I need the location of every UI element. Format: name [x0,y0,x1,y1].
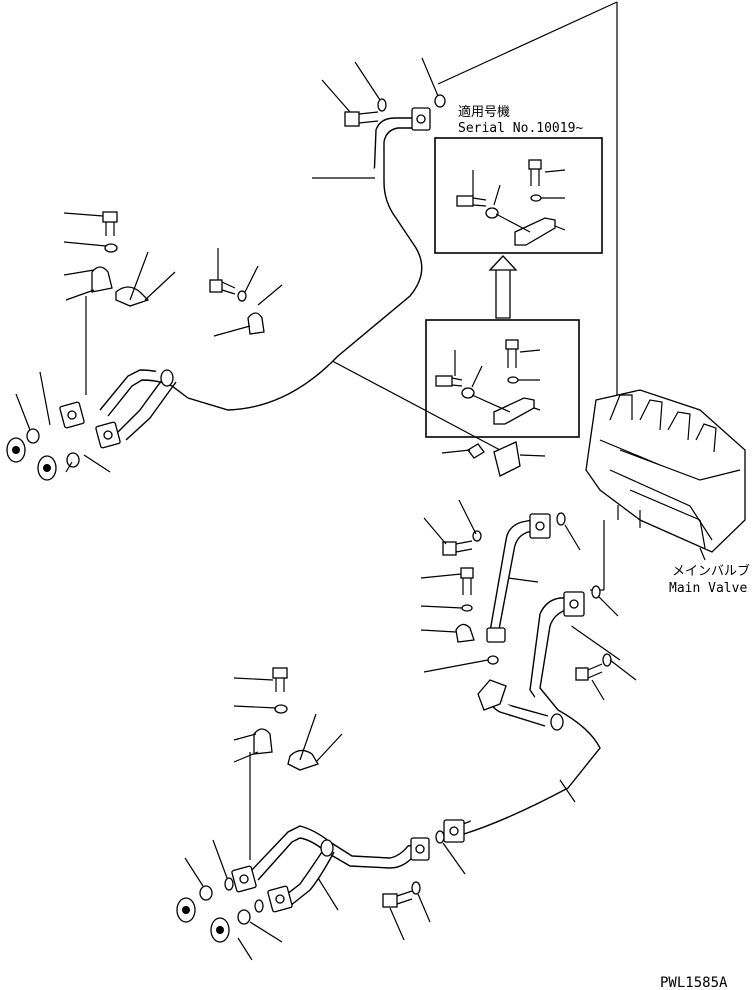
serial-number-label: Serial No.10019~ [458,121,583,136]
lower-pipe-assembly [176,667,445,943]
upper-pipe-assembly [6,94,521,481]
applicable-models-label: 適用号機 [458,104,510,120]
middle-leaders [420,499,637,803]
main-valve-label-jp: メインバルブ [672,563,750,579]
drawing-code: PWL1585A [660,975,728,990]
inset-old-type [425,319,580,438]
middle-pipe-assembly [442,512,612,843]
inset-new-type [434,137,603,254]
lower-leaders [184,677,466,961]
arrow-up-icon [488,255,518,319]
main-valve-label-en: Main Valve [669,581,747,596]
upper-leaders [15,57,546,473]
main-valve [585,389,746,561]
